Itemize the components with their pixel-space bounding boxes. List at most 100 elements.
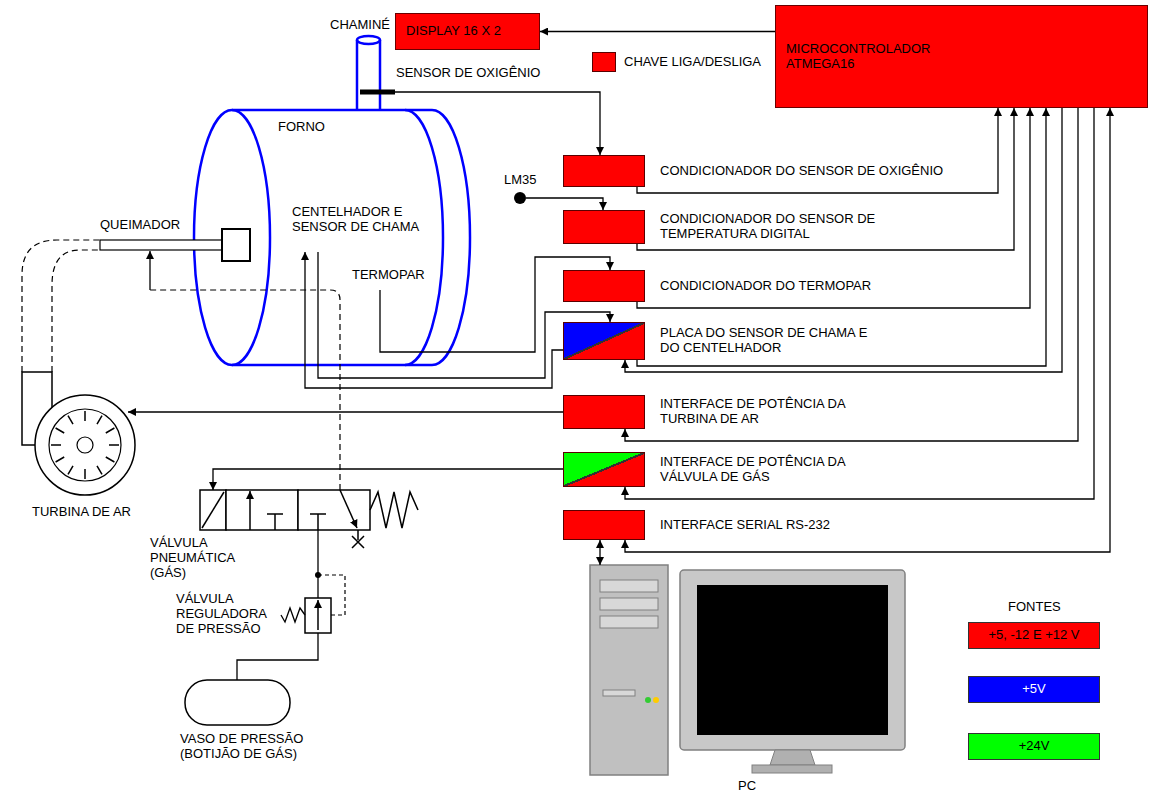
module-box [563,210,645,244]
part-label: SENSOR DE OXIGÊNIO [396,66,540,81]
signal-wire [625,108,1094,499]
gas-supply-line [237,633,318,680]
turbine-rotor [49,409,121,481]
module-box [563,510,645,540]
furnace-outline [232,364,432,367]
module-box [563,270,645,302]
microcontroller-box: MICROCONTROLADOR ATMEGA16 [775,5,1148,108]
part-label: PC [738,779,756,794]
part-label: VÁLVULA PNEUMÁTICA (GÁS) [150,536,242,581]
valve-flow-arrow [249,491,251,530]
signal-wire [625,108,1110,552]
module-label: INTERFACE DE POTÊNCIA DA VÁLVULA DE GÁS [660,455,860,485]
label-anchor: SENSOR DE OXIGÊNIO [396,66,540,81]
signal-wire [540,31,775,32]
module-label: INTERFACE DE POTÊNCIA DA TURBINA DE AR [660,397,860,427]
regulator-spring [281,608,305,622]
sensor-wire [526,198,603,210]
module-box [592,52,616,72]
display-box: DISPLAY 16 X 2 [395,13,540,50]
pc-monitor [680,570,905,750]
legend-label: +5V [1018,680,1050,699]
module-box [563,452,645,487]
pc-monitor-stand [770,750,815,765]
power-interface-block: INTERFACE DE POTÊNCIA DA VÁLVULA DE GÁS [563,452,860,487]
power-supply-swatch: +24V [968,733,1100,760]
part-label: TERMOPAR [352,268,425,283]
box-label: DISPLAY 16 X 2 [406,24,501,39]
oxygen-sensor [360,90,395,95]
label-anchor: VÁLVULA REGULADORA DE PRESSÃO [176,592,280,637]
part-label: FONTES [1008,600,1061,615]
turbine-blades [51,411,119,479]
flame-board-block: PLACA DO SENSOR DE CHAMA E DO CENTELHADO… [563,322,870,360]
furnace-flange [405,110,443,365]
chimney-top [357,36,380,44]
chimney [356,40,359,110]
signal-wire [637,108,1030,308]
pc-drive-bay [600,580,658,592]
module-box [563,322,645,360]
power-supply-swatch: +5, -12 E +12 V [968,622,1100,649]
serial-cable [599,540,600,565]
legend-label: +24V [1015,737,1054,756]
igniter-wire [305,252,563,388]
valve-solenoid [202,492,224,528]
label-anchor: FORNO [278,120,325,135]
part-label: QUEIMADOR [100,218,180,233]
power-interface-block: INTERFACE DE POTÊNCIA DA TURBINA DE AR [563,395,860,429]
power-supply-swatch: +5V [968,676,1100,703]
valve-plug [352,530,364,548]
pc-led [653,697,659,703]
pc-drive-bay [600,598,658,610]
valve-power-wire [213,469,563,490]
module-label: CONDICIONADOR DO TERMOPAR [660,279,871,294]
label-anchor: FONTES [1008,600,1061,615]
valve-position [298,490,370,530]
air-duct [52,250,100,372]
burner-head [222,229,250,261]
serial-interface-block: INTERFACE SERIAL RS-232 [563,510,830,540]
pc-monitor-base [752,765,832,773]
signal-wire [625,108,1078,441]
signal-wire [625,108,1062,372]
part-label: CHAMINÉ [330,18,390,33]
module-label: CONDICIONADOR DO SENSOR DE TEMPERATURA D… [660,212,900,242]
furnace-back [432,110,470,365]
pc-screen [697,585,888,735]
signal-wire [637,108,1046,366]
valve-flow-arrow [340,490,357,528]
conditioner-block: CONDICIONADOR DO SENSOR DE TEMPERATURA D… [563,210,900,244]
label-anchor: CENTELHADOR E SENSOR DE CHAMA [292,205,432,235]
pc-tower [590,565,668,775]
air-duct [22,240,100,372]
label-anchor: VÁLVULA PNEUMÁTICA (GÁS) [150,536,242,581]
legend-label: +5, -12 E +12 V [984,626,1083,645]
gas-line [149,251,150,290]
module-label: CHAVE LIGA/DESLIGA [624,55,761,70]
label-anchor: TERMOPAR [352,268,425,283]
gas-cylinder [185,680,290,725]
regulator-arrow [317,600,319,630]
turbine-housing [35,395,135,495]
module-label: CONDICIONADOR DO SENSOR DE OXIGÊNIO [660,164,943,179]
label-anchor: VASO DE PRESSÃO (BOTIJÃO DE GÁS) [180,732,325,762]
part-label: VASO DE PRESSÃO (BOTIJÃO DE GÁS) [180,732,325,762]
pc-led [645,697,651,703]
module-label: INTERFACE SERIAL RS-232 [660,518,830,533]
regulator-body [305,598,331,633]
part-label: TURBINA DE AR [32,505,131,520]
valve-blocked-port [310,514,326,530]
gas-supply-line [317,530,318,598]
pc-drive-bay [600,616,658,628]
part-label: LM35 [504,173,537,188]
box-label: MICROCONTROLADOR ATMEGA16 [786,42,946,72]
conditioner-block: CONDICIONADOR DO SENSOR DE OXIGÊNIO [563,155,943,187]
furnace-front [194,110,270,365]
conditioner-block: CONDICIONADOR DO TERMOPAR [563,270,871,302]
gas-line [150,290,340,490]
part-label: CENTELHADOR E SENSOR DE CHAMA [292,205,432,235]
lm35-sensor [514,192,526,204]
